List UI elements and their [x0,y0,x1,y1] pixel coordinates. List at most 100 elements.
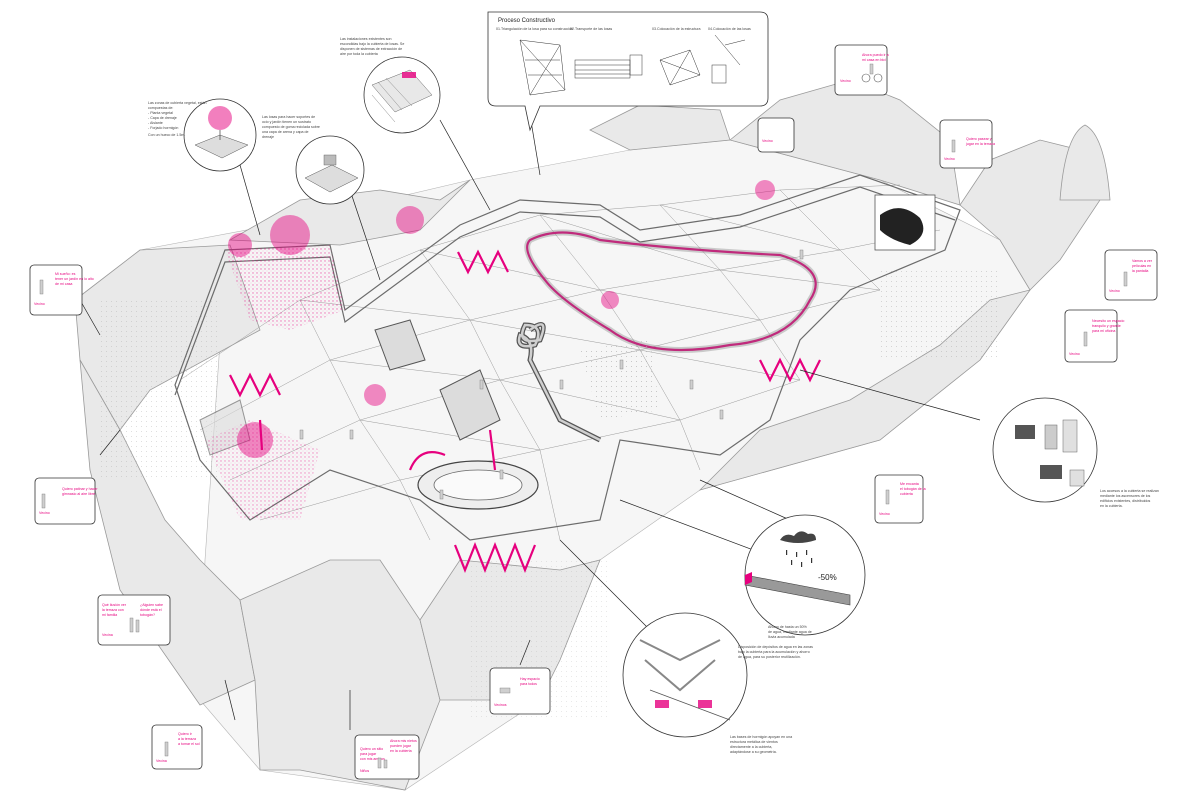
svg-text:drenaje: drenaje [262,135,274,139]
roof-figures [299,249,804,500]
svg-text:Disposición de depósitos de ag: Disposición de depósitos de agua en las … [738,645,813,649]
spiral-slide [516,321,602,443]
speech-bubble: Mi sueño: es tener un jardín en lo alto … [29,264,94,316]
svg-text:jugar en la terraza: jugar en la terraza [965,142,995,146]
svg-text:Quiero ir: Quiero ir [178,732,193,736]
svg-text:de agua, mediante agua de: de agua, mediante agua de [768,630,812,634]
detail-circle-sport-slab [295,135,365,205]
svg-text:mi casa en bici: mi casa en bici [862,58,886,62]
roof-deck [174,174,961,541]
speech-bubble: Vecino [757,117,795,153]
svg-text:para mi oficina: para mi oficina [1092,329,1115,333]
svg-text:tranquilo y grande: tranquilo y grande [1092,324,1121,328]
svg-text:Vecino: Vecino [39,511,50,515]
svg-text:Las zonas de cubierta vegetal,: Las zonas de cubierta vegetal, están [148,101,207,105]
construction-process-panel: Proceso Constructivo 01.Triangulación de… [487,11,769,132]
annotation-foundation: Las bases de hormigón apoyan en una estr… [730,735,792,754]
svg-text:tener un jardín en lo alto: tener un jardín en lo alto [55,277,94,281]
svg-text:- Planta vegetal: - Planta vegetal [148,111,173,115]
svg-text:pueden jugar: pueden jugar [390,744,412,748]
svg-text:compuesto de goma reciclada so: compuesto de goma reciclada sobre [262,125,320,129]
svg-text:Vecina: Vecina [102,633,113,637]
svg-text:cubierta: cubierta [900,492,913,496]
svg-text:Vecino: Vecino [879,512,890,516]
speech-bubble: Quiero pasear y jugar en la terraza Veci… [939,119,995,169]
svg-text:a tomar el sol: a tomar el sol [178,742,200,746]
detail-circle-foundation [622,612,748,738]
green-roof-zones [205,180,775,520]
svg-text:en la cubierta: en la cubierta [390,749,412,753]
svg-text:Vecino: Vecino [840,79,851,83]
svg-text:Quiero patinar y hacer: Quiero patinar y hacer [62,487,98,491]
svg-text:Vecino: Vecino [34,302,45,306]
svg-text:bajo la cubierta para la acumu: bajo la cubierta para la acumulación y a… [738,650,810,654]
annotation-slabs: Las losas para hacer soportes de ocio y … [262,115,320,139]
running-track [524,229,819,353]
svg-text:el tobogán de la: el tobogán de la [900,487,926,491]
process-step-4: 04.Colocación de las losas [708,27,751,31]
detail-circle-rain: -50% [744,514,866,636]
svg-text:Vecinos: Vecinos [494,703,507,707]
svg-text:Las instalaciones existentes s: Las instalaciones existentes son [340,37,392,41]
svg-text:dónde está el: dónde está el [140,608,162,612]
svg-text:Vecino: Vecino [1069,352,1080,356]
svg-text:Niños: Niños [360,769,369,773]
svg-text:Vecina: Vecina [156,759,167,763]
svg-text:Quiero un sitio: Quiero un sitio [360,747,383,751]
svg-text:tobogán?: tobogán? [140,613,155,617]
annotation-access: Los accesos a la cubierta se realizan me… [1100,489,1159,508]
svg-text:- Forjado hormigón: - Forjado hormigón [148,126,178,130]
process-step-1: 01.Triangulación de la losa para su cons… [496,27,573,31]
svg-text:escondidas bajo la cubierta de: escondidas bajo la cubierta de losas. Se [340,42,404,46]
annotation-roof-layers: Las zonas de cubierta vegetal, están com… [148,101,207,137]
step-sketches [519,34,746,96]
svg-text:Vamos a ver: Vamos a ver [1132,259,1153,263]
svg-text:compuestas de:: compuestas de: [148,106,173,110]
annotation-installations: Las instalaciones existentes son escondi… [340,37,404,56]
svg-text:mediante los ascensores de los: mediante los ascensores de los [1100,494,1151,498]
svg-text:aire por toda la cubierta: aire por toda la cubierta [340,52,378,56]
speech-bubble: Hay espacio para todos Vecinos [489,667,551,715]
svg-text:estructura metálica de vientos: estructura metálica de vientos [730,740,778,744]
svg-text:ocio y jardín tienen un sustra: ocio y jardín tienen un sustrato [262,120,311,124]
svg-text:Necesito un espacio: Necesito un espacio [1092,319,1124,323]
svg-text:Con un hueco de 1.5m.: Con un hueco de 1.5m. [148,133,185,137]
svg-text:Vecino: Vecino [762,139,773,143]
svg-text:Ahorro de hasta un 50%: Ahorro de hasta un 50% [768,625,808,629]
process-step-3: 03.Colocación de la estructura [652,27,701,31]
svg-text:edificios existentes, distribu: edificios existentes, distribuidos [1100,499,1151,503]
speech-bubble: Vamos a ver películas en la pantalla Vec… [1104,249,1158,301]
speech-bubble: Qué ilusión ver la terraza con mi famili… [97,594,171,646]
svg-text:Los accesos a la cubierta se r: Los accesos a la cubierta se realizan [1100,489,1159,493]
svg-text:directamente a la cubierta,: directamente a la cubierta, [730,745,772,749]
svg-text:lluvia acumulada: lluvia acumulada [768,635,795,639]
rain-reduction-label: -50% [818,573,837,582]
svg-text:con mis amigos: con mis amigos [360,757,385,761]
svg-text:Las losas para hacer soportes: Las losas para hacer soportes de [262,115,315,119]
svg-text:- Aislante: - Aislante [148,121,163,125]
svg-text:la pantalla: la pantalla [1132,269,1148,273]
detail-circle-access [992,397,1098,503]
svg-text:películas en: películas en [1132,264,1151,268]
process-step-2: 02.Transporte de las losas [570,27,612,31]
svg-text:para todos: para todos [520,682,537,686]
process-title: Proceso Constructivo [498,18,556,24]
detail-circle-green-roof [183,98,257,172]
svg-text:para jugar: para jugar [360,752,377,756]
detail-circle-slab [363,56,441,134]
speech-bubble: Necesito un espacio tranquilo y grande p… [1064,309,1124,363]
svg-text:Qué ilusión ver: Qué ilusión ver [102,603,127,607]
annotation-water: Disposición de depósitos de agua en las … [738,645,813,659]
svg-text:disponen de sistemas de extrac: disponen de sistemas de extracción de [340,47,402,51]
svg-text:gimnasio al aire libre: gimnasio al aire libre [62,492,95,496]
svg-text:de mi casa: de mi casa [55,282,72,286]
speech-bubble: Quiero un sitio para jugar con mis amigo… [354,734,420,780]
svg-text:Me encanta: Me encanta [900,482,919,486]
svg-text:¿Alguien sabe: ¿Alguien sabe [140,603,163,607]
annotation-rain: Ahorro de hasta un 50% de agua, mediante… [768,625,812,639]
svg-text:Ahora puedo ir a: Ahora puedo ir a [862,53,889,57]
speech-bubble: Ahora puedo ir a mi casa en bici Vecino [834,44,889,96]
svg-text:la terraza con: la terraza con [102,608,124,612]
svg-text:mi familia: mi familia [102,613,117,617]
svg-text:Ahora mis nietos: Ahora mis nietos [390,739,417,743]
